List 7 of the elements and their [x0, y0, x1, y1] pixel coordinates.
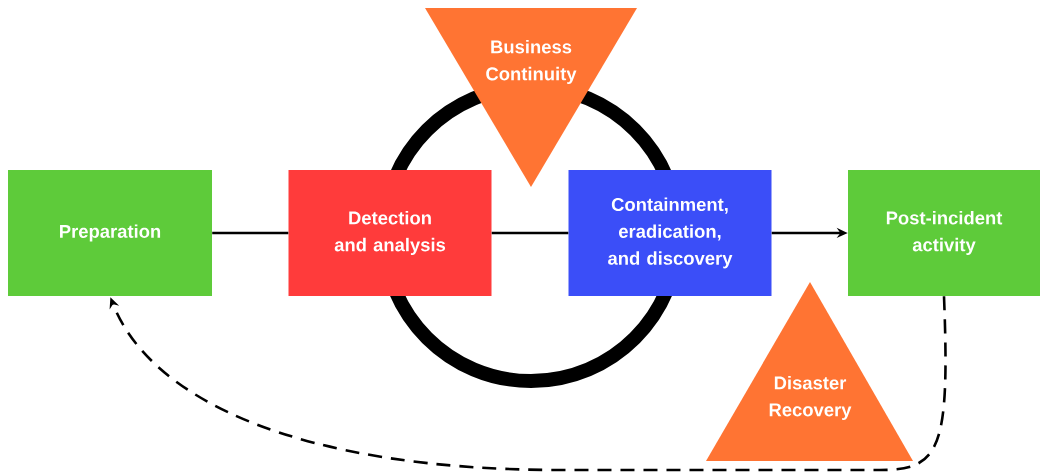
process-box: Post-incident activity: [848, 170, 1040, 296]
process-box: Containment, eradication, and discovery: [568, 170, 772, 296]
process-box: Detection and analysis: [288, 170, 492, 296]
triangle: Disaster Recovery: [706, 282, 913, 461]
arrow: [109, 296, 947, 472]
triangle: Business Continuity: [425, 8, 637, 187]
process-box: Preparation: [8, 170, 212, 296]
